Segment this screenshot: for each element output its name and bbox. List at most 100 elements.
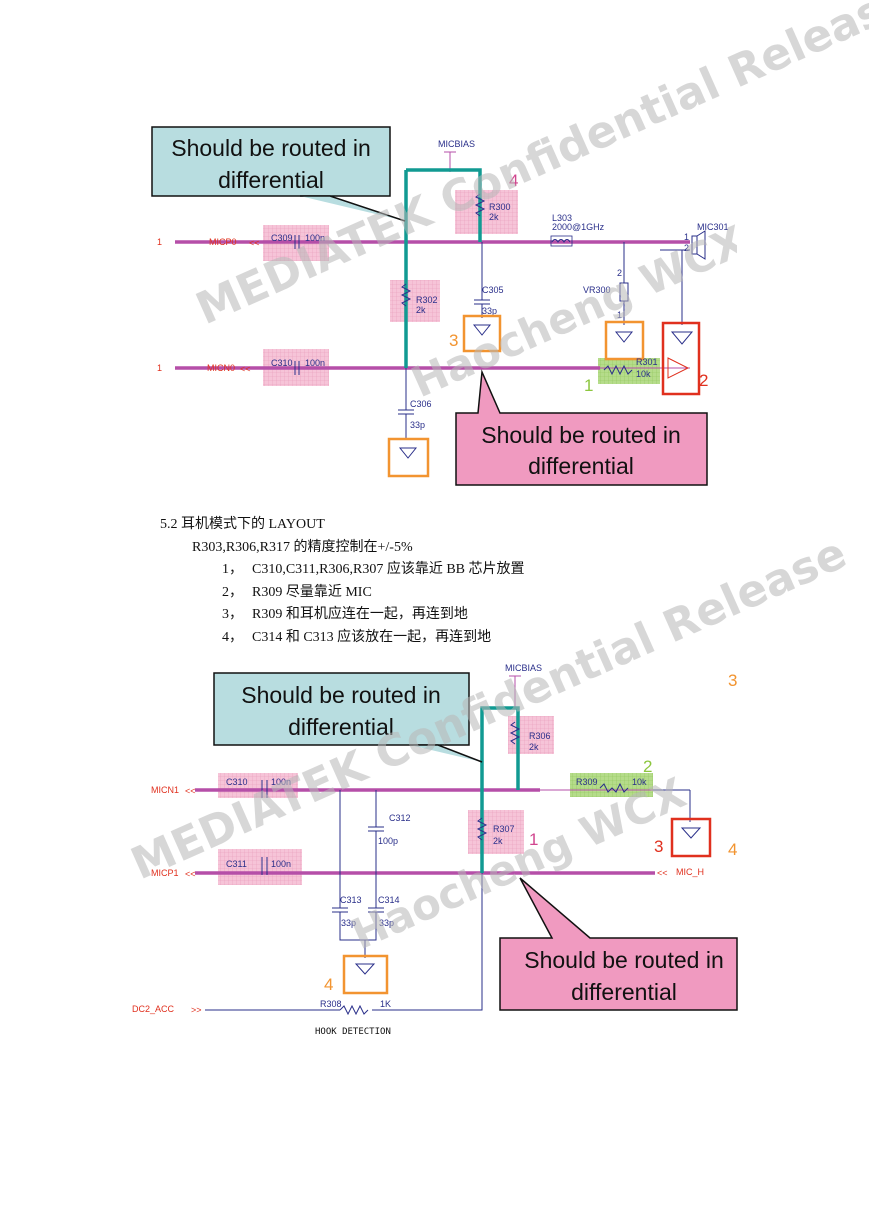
mic-pin2: 2 — [684, 243, 689, 253]
r308-label: R308 — [320, 999, 342, 1009]
mic-pin1: 1 — [684, 232, 689, 242]
diff-route — [480, 706, 520, 873]
micn0-arrow: << — [240, 364, 251, 374]
crop-mask-1 — [737, 100, 869, 490]
port-2: 1 — [157, 363, 162, 373]
micn0-label: MICN0 — [207, 363, 235, 373]
c310-value: 100n — [271, 777, 291, 787]
marker-1: 1 — [529, 830, 538, 849]
hook-detection-label: HOOK DETECTION — [315, 1027, 391, 1037]
c305-value: 33p — [482, 306, 497, 316]
callout-top-line1: Should be routed in — [241, 682, 441, 708]
watermark-4: Haocheng WCX — [344, 768, 693, 959]
c313-c314-join — [339, 912, 377, 941]
port-1: 1 — [157, 237, 162, 247]
c306-label: C306 — [410, 399, 432, 409]
c309-value: 100n — [305, 233, 325, 243]
marker-4b: 4 — [728, 840, 737, 859]
mic-h-arrow: << — [657, 868, 668, 878]
mic-gnd-box — [661, 321, 701, 396]
r302-value: 2k — [416, 305, 426, 315]
r309-highlight — [570, 773, 653, 797]
ground-icon — [670, 331, 694, 345]
list-index: 2， — [222, 584, 243, 600]
mic-cone — [696, 230, 706, 260]
ground-icon — [472, 324, 492, 336]
inductor-icon — [551, 239, 571, 243]
marker-4: 4 — [509, 171, 518, 190]
micp1-arrow: << — [185, 869, 196, 879]
r307-value: 2k — [493, 836, 503, 846]
c310-highlight — [218, 773, 298, 798]
r301-highlight — [598, 358, 660, 384]
c309-label: C309 — [271, 233, 293, 243]
r301-value: 10k — [636, 369, 651, 379]
callout-bottom-box — [499, 877, 738, 1011]
vr300-label: VR300 — [583, 285, 611, 295]
r308-zigzag — [339, 1004, 369, 1016]
marker-3b: 3 — [728, 671, 737, 690]
marker-3: 3 — [654, 837, 663, 856]
callout-top-line1: Should be routed in — [171, 135, 371, 161]
ground-icon — [680, 827, 702, 839]
callout-top-box — [151, 126, 391, 197]
c313-label: C313 — [340, 895, 362, 905]
l303-body — [550, 235, 573, 247]
micp0-label: MICP0 — [209, 237, 237, 247]
ground-icon — [614, 331, 634, 343]
r309-value: 10k — [632, 777, 647, 787]
list-text: C310,C311,R306,R307 应该靠近 BB 芯片放置 — [252, 562, 525, 577]
adc2-label: DC2_ACC — [132, 1004, 175, 1014]
micp0-arrow: << — [249, 238, 260, 248]
mic-h-label: MIC_H — [676, 867, 704, 877]
list-text: R309 尽量靠近 MIC — [252, 584, 372, 600]
r307-highlight — [468, 810, 524, 854]
c314-label: C314 — [378, 895, 400, 905]
list-item: 4，C314 和 C313 应该放在一起，再连到地 — [160, 627, 760, 650]
r301-label: R301 — [636, 357, 658, 367]
r300-label: R300 — [489, 202, 511, 212]
c312-label: C312 — [389, 813, 411, 823]
callout-bottom-box — [455, 369, 708, 486]
r307-label: R307 — [493, 824, 515, 834]
tolerance-note: R303,R306,R317 的精度控制在+/-5% — [192, 539, 413, 555]
callout-bottom-line1: Should be routed in — [524, 947, 724, 973]
marker-4: 4 — [324, 975, 333, 994]
l303-label: L303 — [552, 213, 572, 223]
r300-value: 2k — [489, 212, 499, 222]
r309-label: R309 — [576, 777, 598, 787]
r302-label: R302 — [416, 295, 438, 305]
micbias-label: MICBIAS — [438, 139, 475, 149]
c313-value: 33p — [341, 918, 356, 928]
diagram-1: MICBIAS 1 MICP0 << 1 MICN0 << C309 100n … — [151, 126, 729, 486]
layout-notes: 5.2 耳机模式下的 LAYOUT R303,R306,R317 的精度控制在+… — [160, 514, 760, 649]
list-item: 2， R309 尽量靠近 MIC — [160, 582, 760, 605]
ground-icon — [354, 963, 376, 975]
r302-zigzag — [400, 283, 412, 307]
c310-label: C310 — [226, 777, 248, 787]
vr300-pin2: 2 — [617, 268, 622, 278]
c311-highlight — [218, 849, 302, 885]
marker-3: 3 — [449, 331, 458, 350]
r309-gnd-box — [670, 817, 712, 858]
micbias-label: MICBIAS — [505, 663, 542, 673]
marker-1: 1 — [584, 376, 593, 395]
micn1-arrow: << — [185, 786, 196, 796]
c312-value: 100p — [378, 836, 398, 846]
r308-wire — [372, 873, 483, 1011]
list-index: 3， — [222, 607, 243, 622]
section-heading: 5.2 耳机模式下的 LAYOUT — [160, 517, 325, 532]
diff-top — [406, 168, 482, 242]
c311-value: 100n — [271, 859, 291, 869]
c311-label: C311 — [226, 859, 247, 869]
r307-zigzag — [476, 817, 488, 841]
vr300-pin1: 1 — [617, 310, 622, 320]
callout-bottom-line1: Should be routed in — [481, 422, 681, 448]
marker-2: 2 — [699, 371, 708, 390]
list-text: C314 和 C313 应该放在一起，再连到地 — [252, 629, 492, 645]
ground-icon — [398, 447, 418, 459]
callout-top-line2: differential — [288, 714, 394, 740]
micp1-label: MICP1 — [151, 868, 179, 878]
list-index: 1， — [222, 562, 243, 577]
